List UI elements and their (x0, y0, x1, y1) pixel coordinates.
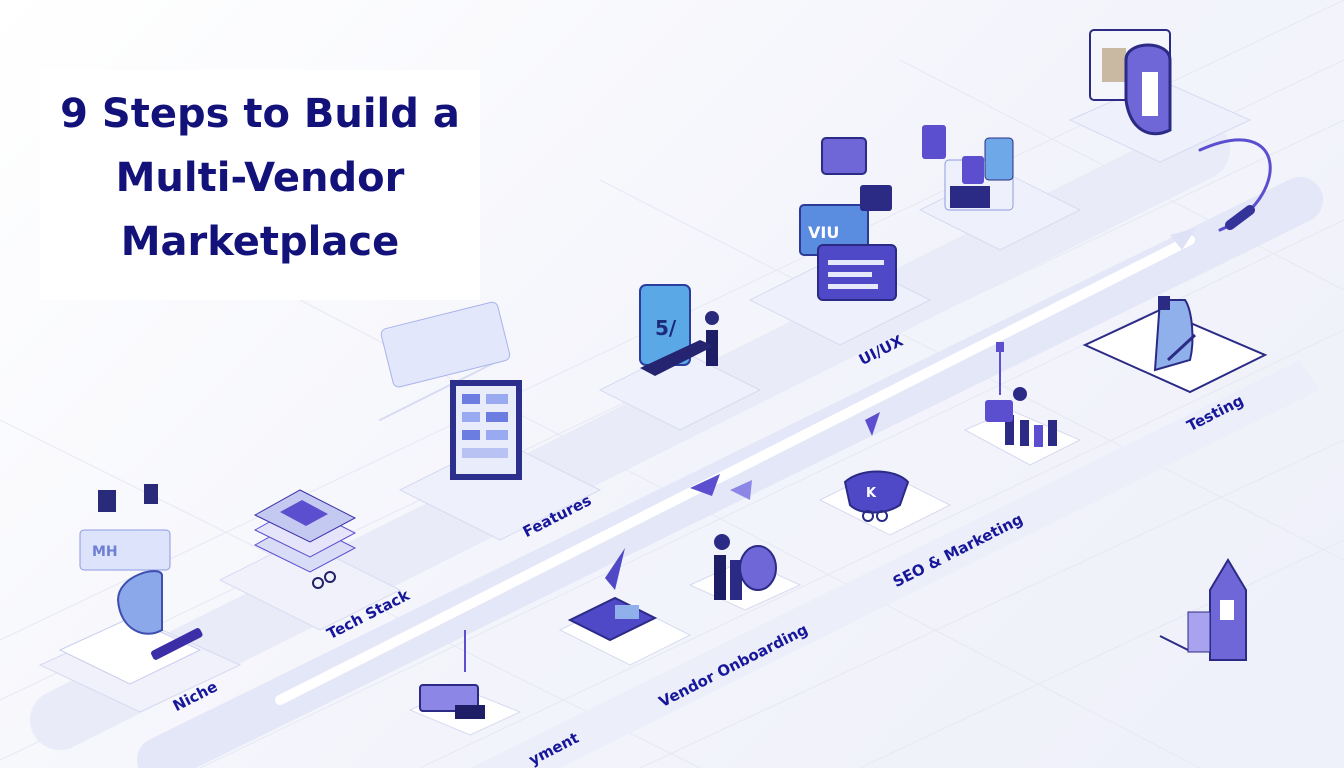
accent-arrows (690, 412, 880, 500)
svg-text:VIU: VIU (808, 223, 839, 242)
design-step-icon (918, 125, 1082, 251)
niche-step-icon: MH (38, 484, 242, 713)
title-line-1: 9 Steps to Build a (60, 91, 460, 137)
checklist-step-icon: 5/ (598, 284, 762, 431)
title-line-2: Multi-Vendor (115, 155, 405, 201)
deployment-step-icon (558, 548, 692, 666)
features-step-icon (380, 301, 602, 541)
launch-monitor-icon (1068, 29, 1252, 163)
payment-step-icon (408, 630, 522, 736)
rocket-launch-icon (1159, 558, 1247, 661)
title-background (40, 70, 480, 300)
tech-stack-step-icon (218, 489, 402, 631)
page-title: 9 Steps to Build a Multi-Vendor Marketpl… (40, 82, 480, 274)
title-line-3: Marketplace (120, 219, 400, 265)
svg-text:5/: 5/ (655, 316, 677, 340)
seo-badge-icon: K (818, 469, 952, 536)
vendor-onboarding-step-icon (688, 534, 802, 611)
seo-team-step-icon (963, 342, 1082, 466)
label-band (470, 360, 1320, 768)
ui-ux-step-icon: VIU (748, 137, 932, 346)
svg-text:MH: MH (92, 544, 118, 560)
testing-step-icon (1082, 296, 1268, 394)
svg-text:K: K (866, 486, 877, 501)
